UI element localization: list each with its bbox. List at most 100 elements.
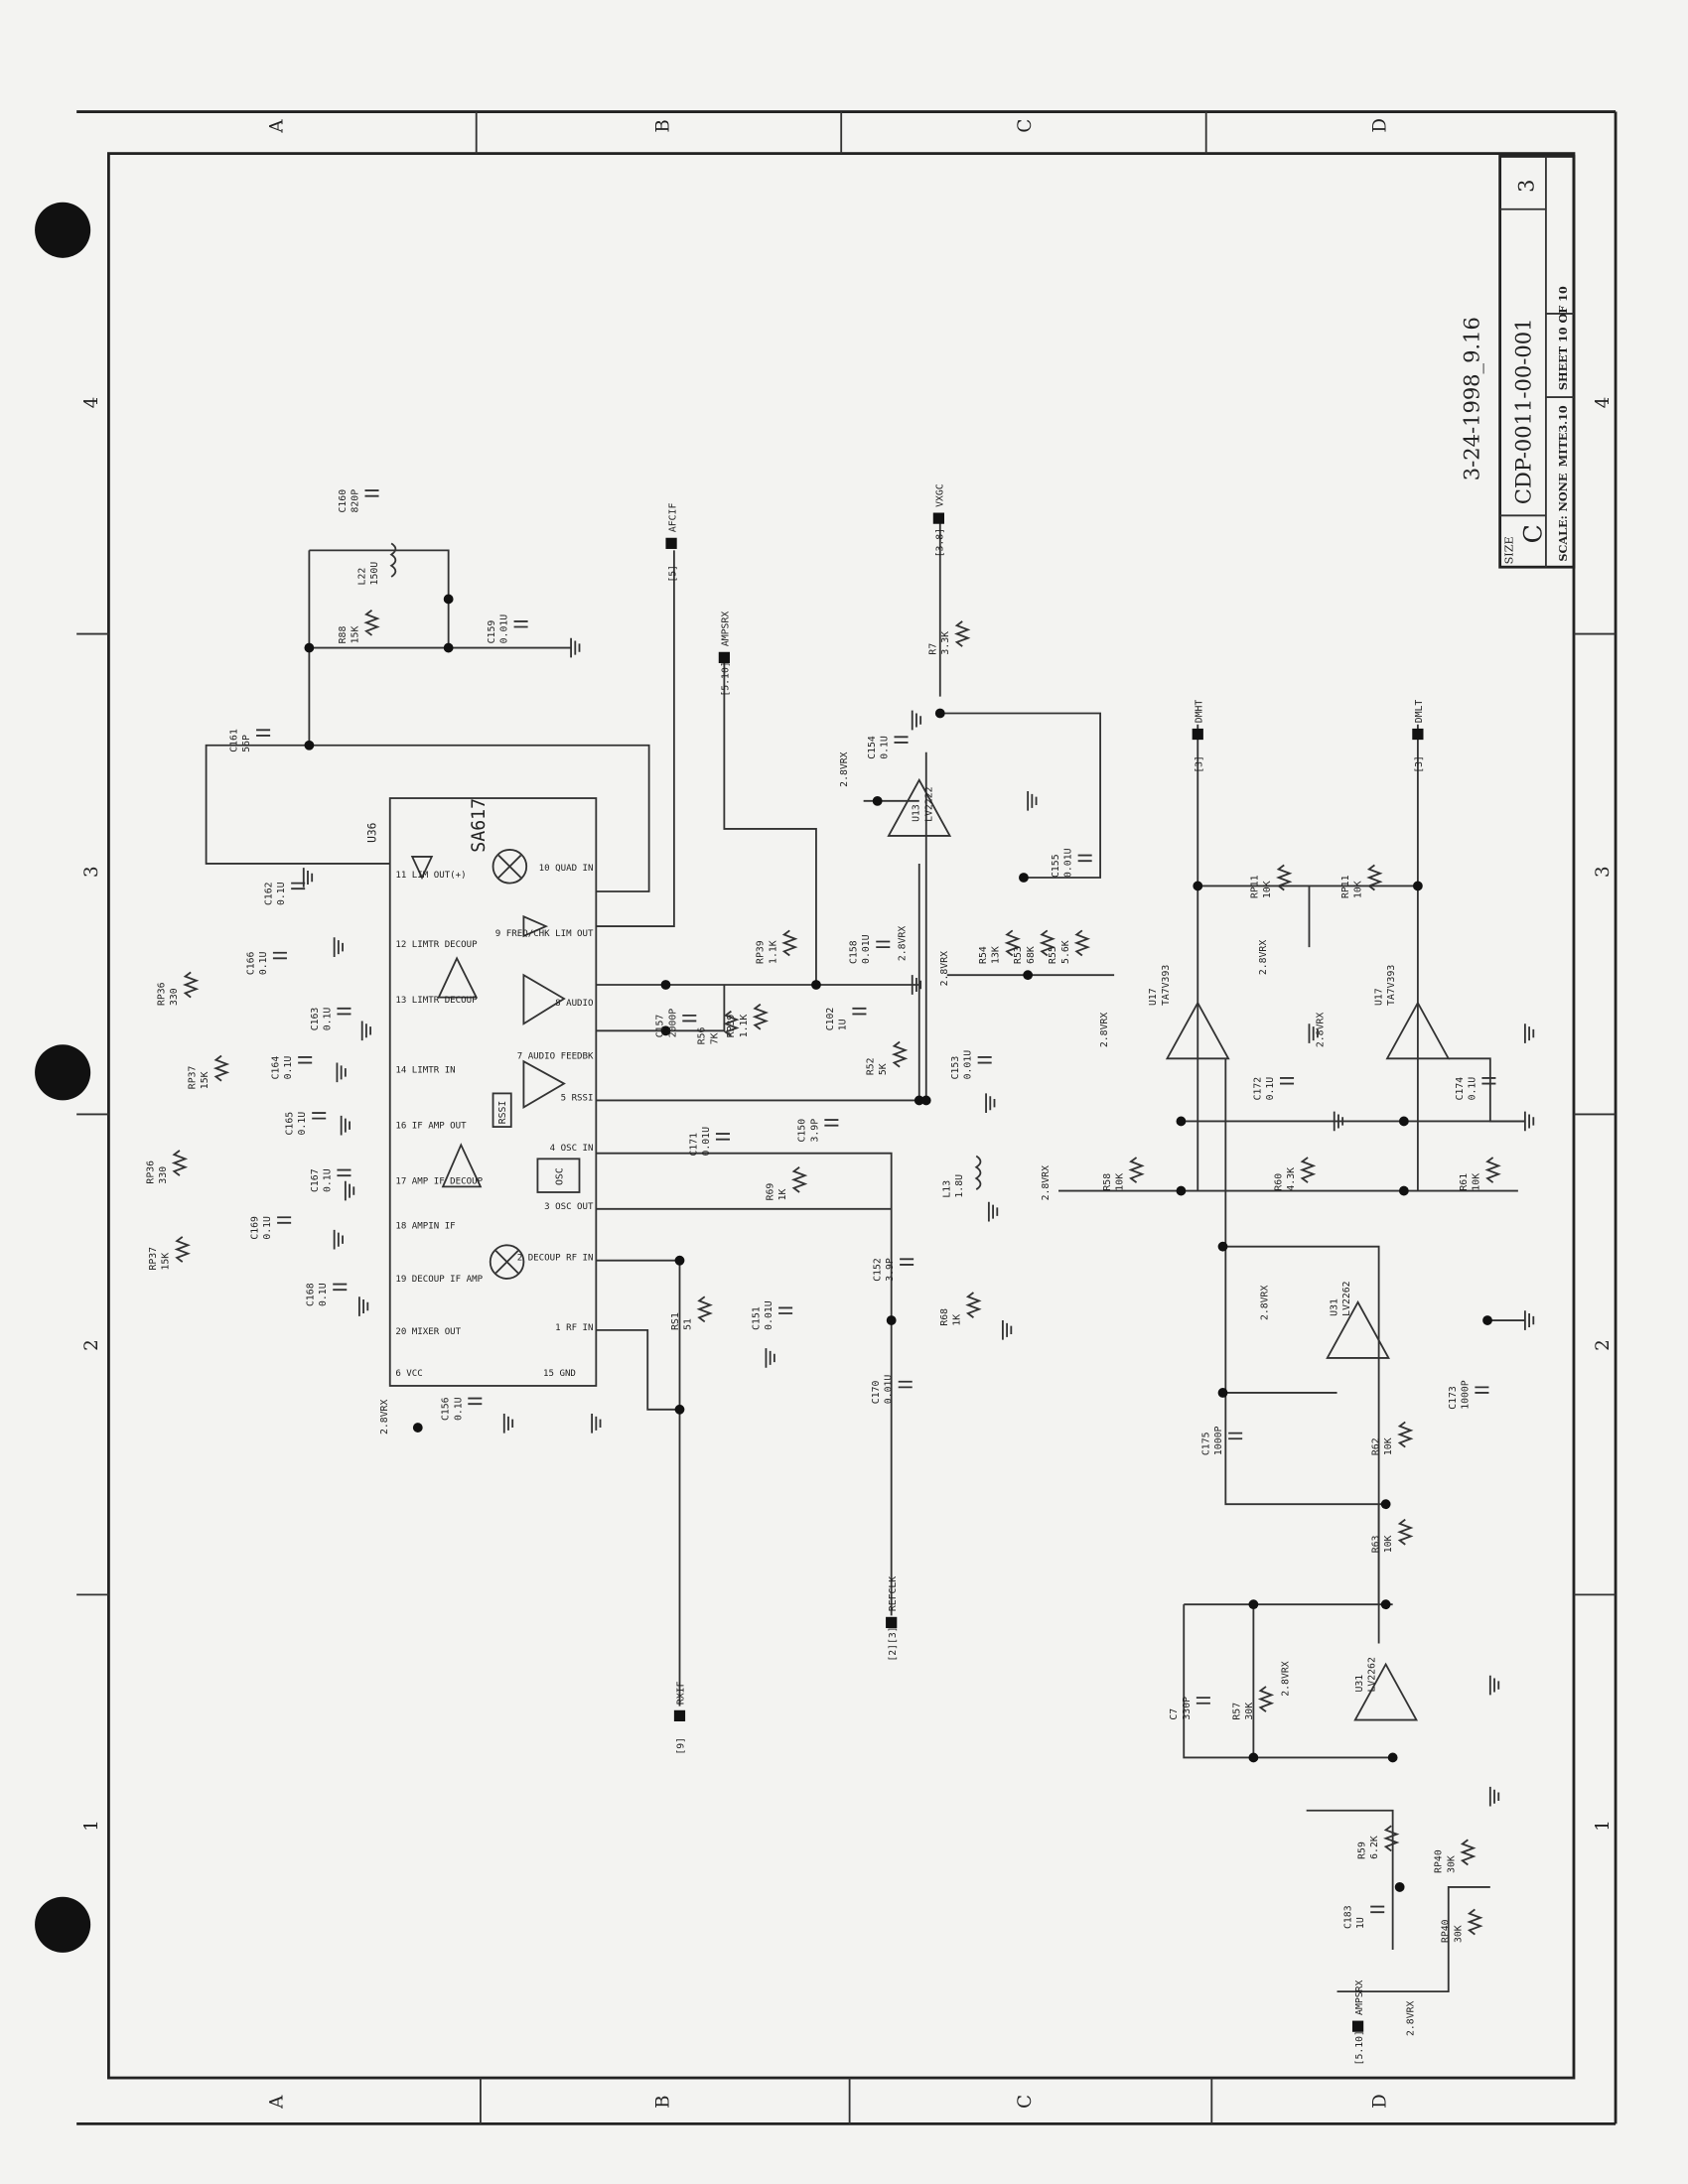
capacitor-symbol bbox=[852, 1007, 867, 1016]
component-ref: C160 bbox=[338, 489, 349, 513]
ground-icon bbox=[987, 1201, 999, 1222]
file-name: MITE3.10 bbox=[1556, 405, 1570, 467]
component-ref: C170 bbox=[871, 1380, 882, 1404]
ground-icon bbox=[1523, 1111, 1535, 1132]
component-ref: RP40 bbox=[1441, 1919, 1452, 1943]
capacitor-symbol bbox=[876, 940, 891, 949]
component-value: 1U bbox=[837, 1019, 848, 1030]
port-name: REFCLK bbox=[888, 1576, 899, 1611]
inductor-symbol bbox=[974, 1155, 982, 1190]
capacitor-symbol bbox=[256, 729, 271, 737]
supply-label-2v8rx: 2.8VRX bbox=[1041, 1165, 1052, 1200]
component-value: 0.1U bbox=[283, 1056, 294, 1080]
resistor-symbol bbox=[1128, 1157, 1145, 1183]
ground-icon bbox=[985, 1093, 996, 1114]
component-value: 13K bbox=[991, 946, 1002, 964]
component-value: 330 bbox=[169, 988, 180, 1006]
component-ref: R63 bbox=[1371, 1535, 1382, 1553]
wire bbox=[596, 1259, 681, 1706]
component-ref: C171 bbox=[688, 1133, 699, 1157]
component-ref: R52 bbox=[865, 1057, 876, 1075]
junction-dot bbox=[304, 740, 315, 751]
junction-dot bbox=[660, 1025, 671, 1036]
component-value: 3.3K bbox=[940, 631, 951, 655]
component-ref: C156 bbox=[441, 1397, 452, 1421]
capacitor-symbol bbox=[291, 882, 306, 890]
ic-pin-label: 14 LIMTR IN bbox=[395, 1065, 455, 1075]
ic-pin-label: 7 AUDIO FEEDBK bbox=[517, 1051, 594, 1061]
component-ref: C183 bbox=[1343, 1905, 1354, 1929]
opamp-symbol bbox=[1165, 1001, 1230, 1060]
component-value: 1.1K bbox=[739, 1015, 750, 1038]
component-value: 10K bbox=[1352, 881, 1363, 898]
component-ref: U17 bbox=[1373, 988, 1384, 1006]
component-value: 150U bbox=[369, 562, 380, 586]
component-ref: C151 bbox=[751, 1306, 762, 1330]
component-ref: R69 bbox=[765, 1183, 775, 1201]
wire bbox=[309, 549, 450, 648]
component-ref: C150 bbox=[797, 1119, 808, 1143]
component-ref: RP40 bbox=[1434, 1849, 1445, 1873]
ground-icon bbox=[357, 1297, 369, 1316]
component-ref: C172 bbox=[1252, 1077, 1263, 1101]
junction-dot bbox=[914, 1095, 924, 1106]
component-ref: R7 bbox=[928, 643, 939, 655]
resistor-symbol bbox=[965, 1292, 982, 1318]
grid-column-label: B bbox=[652, 2096, 673, 2109]
wire bbox=[596, 1152, 893, 1616]
drawing-frame bbox=[76, 110, 1618, 2125]
grid-column-label: A bbox=[267, 2095, 288, 2110]
grid-row-label: 2 bbox=[1593, 1339, 1614, 1351]
grid-column-label: B bbox=[652, 119, 673, 132]
port-vxgc: VXGC[3.8] bbox=[932, 483, 946, 558]
port-ampsrx: AMPSRX[5.10] bbox=[1351, 1979, 1365, 2065]
component-value: LV2222 bbox=[923, 786, 934, 821]
port-connector-icon bbox=[1351, 2020, 1364, 2032]
ic-pin-label: 19 DECOUP IF AMP bbox=[395, 1275, 483, 1285]
capacitor-symbol bbox=[337, 1007, 352, 1016]
size-label: SIZE bbox=[1502, 536, 1515, 564]
component-ref: RP36 bbox=[157, 982, 168, 1006]
component-ref: C159 bbox=[487, 620, 497, 644]
grid-row-label: 1 bbox=[1593, 1820, 1614, 1832]
junction-dot bbox=[1398, 1185, 1409, 1196]
component-value: 820P bbox=[350, 489, 360, 513]
capacitor-symbol bbox=[1196, 1697, 1210, 1705]
capacitor-symbol bbox=[682, 1014, 697, 1023]
component-value: 15K bbox=[350, 626, 360, 644]
component-ref: C7 bbox=[1169, 1708, 1180, 1720]
component-ref: U31 bbox=[1354, 1675, 1365, 1693]
component-value: 10K bbox=[1262, 881, 1273, 898]
capacitor-symbol bbox=[1228, 1432, 1243, 1440]
capacitor-symbol bbox=[312, 1112, 327, 1120]
junction-dot bbox=[886, 1315, 897, 1325]
ground-icon bbox=[333, 1229, 344, 1250]
component-value: 1K bbox=[777, 1189, 788, 1201]
component-ref: C163 bbox=[310, 1008, 321, 1031]
opamp-symbol bbox=[1353, 1662, 1419, 1721]
port-sheet-ref: [3.8] bbox=[935, 528, 946, 558]
component-ref: RP37 bbox=[187, 1066, 198, 1090]
wires bbox=[205, 515, 1525, 1993]
component-value: TA7V393 bbox=[1386, 965, 1397, 1006]
component-ref: C164 bbox=[271, 1056, 282, 1080]
punch-hole bbox=[35, 1896, 91, 1953]
ground-icon bbox=[1488, 1675, 1500, 1696]
port-ampsrx: AMPSRX[5.10] bbox=[718, 612, 732, 697]
